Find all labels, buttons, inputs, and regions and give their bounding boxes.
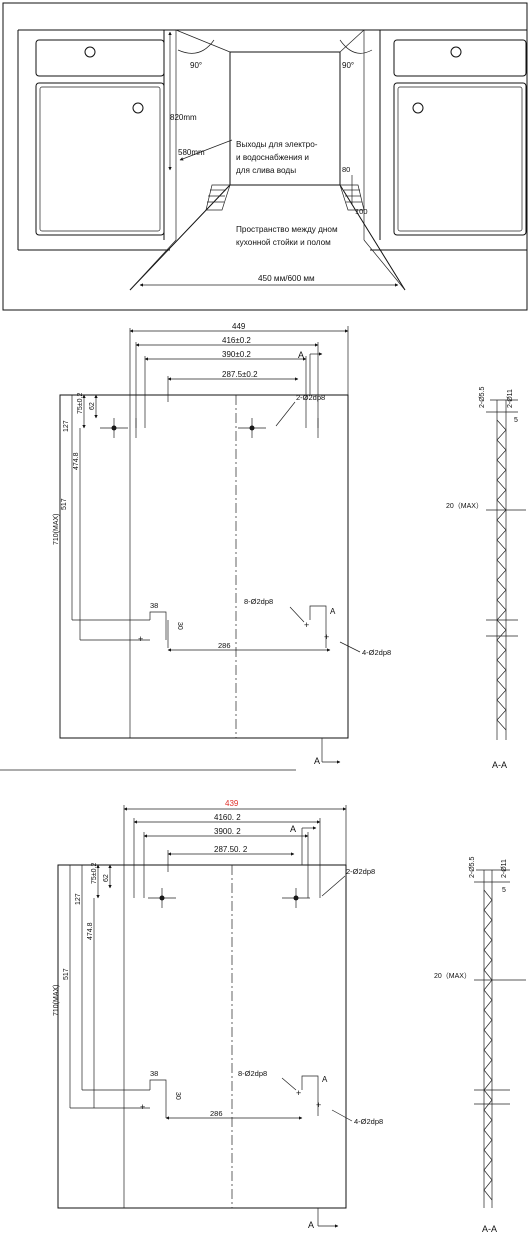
width-label: 450 мм/600 мм xyxy=(258,274,315,283)
lower-hole-left-b: + xyxy=(140,1102,145,1112)
side-20-label: 20（MAX） xyxy=(446,502,483,510)
side-section-2: 2-Ø5.5 2-Ø11 5 20（MAX） A-A xyxy=(434,856,526,1234)
door-panel-2 xyxy=(57,864,347,1209)
section-title-2: A-A xyxy=(482,1224,497,1234)
utilities-text-3: для слива воды xyxy=(236,166,296,175)
space-text-1: Пространство между дном xyxy=(236,225,338,234)
side-5-label-b: 5 xyxy=(502,887,506,894)
panel-frame xyxy=(2,2,528,311)
dim-62: 62 xyxy=(89,402,96,410)
height-label: 820mm xyxy=(170,113,197,122)
lower-hole-right-b: + xyxy=(296,1088,301,1098)
dim-38-b: 38 xyxy=(150,1069,158,1078)
dim-517-b: 517 xyxy=(63,968,70,980)
dim-127: 127 xyxy=(63,420,70,432)
section-title-1: A-A xyxy=(492,760,507,770)
holes-low-label-b: 4-Ø2dp8 xyxy=(354,1117,383,1126)
angle-left-label: 90° xyxy=(190,61,202,70)
section-marker-mid: A xyxy=(330,607,336,616)
dim-287: 287.5±0.2 xyxy=(222,370,258,379)
dim-416: 416±0.2 xyxy=(222,336,251,345)
section-marker-bottom-b: A xyxy=(308,1220,314,1230)
dim-474-b: 474.8 xyxy=(87,922,94,940)
section-marker-top: A xyxy=(298,350,304,360)
dim-390: 390±0.2 xyxy=(222,350,251,359)
dim-80: 80 xyxy=(342,165,350,174)
left-drawer-knob xyxy=(84,46,96,58)
dim-286: 286 xyxy=(218,641,231,650)
dim-286-b: 286 xyxy=(210,1109,223,1118)
holes-top-label-b: 2-Ø2dp8 xyxy=(346,867,375,876)
dim-30-b: 30 xyxy=(174,1092,181,1100)
right-door xyxy=(393,82,527,236)
left-drawer xyxy=(35,39,165,77)
side-d11-label: 2-Ø11 xyxy=(507,389,514,408)
dim-710: 710(MAX) xyxy=(53,513,60,545)
utilities-text-1: Выходы для электро- xyxy=(236,140,318,149)
dim-517: 517 xyxy=(61,498,68,510)
dim-439: 439 xyxy=(225,799,239,808)
holes-mid-label-b: 8-Ø2dp8 xyxy=(238,1069,267,1078)
lower-hole-right-2: + xyxy=(324,632,329,642)
door-drilling-drawing-2: 439 4160. 2 3900. 2 287.50. 2 A 2-Ø2dp8 … xyxy=(53,799,526,1234)
dim-30: 30 xyxy=(176,622,183,630)
right-drawer xyxy=(393,39,527,77)
side-5-label: 5 xyxy=(514,417,518,424)
utilities-text-2: и водоснабжения и xyxy=(236,153,309,162)
dim-75: 75±0.2 xyxy=(77,393,84,414)
side-d11-label-b: 2-Ø11 xyxy=(501,859,508,878)
right-door-knob xyxy=(412,102,424,114)
door-panel-1 xyxy=(59,394,349,739)
depth-label: 580mm xyxy=(178,148,205,157)
section-marker-mid-b: A xyxy=(322,1075,328,1084)
left-door-knob xyxy=(132,102,144,114)
back-wall xyxy=(229,51,341,186)
section-marker-bottom: A xyxy=(314,756,320,766)
dim-287-b: 287.50. 2 xyxy=(214,845,248,854)
right-drawer-knob xyxy=(450,46,462,58)
lower-hole-left: + xyxy=(138,634,143,644)
section-marker-top-b: A xyxy=(290,824,296,834)
dim-38: 38 xyxy=(150,601,158,610)
dim-127-b: 127 xyxy=(75,893,82,905)
side-section-1: 2-Ø5.5 2-Ø11 5 20（MAX） A-A xyxy=(446,386,526,770)
side-d55-label-b: 2-Ø5.5 xyxy=(469,856,476,878)
door-drilling-drawing-1: 449 416±0.2 390±0.2 287.5±0.2 A 2-Ø2dp8 … xyxy=(0,322,526,771)
holes-mid-label: 8-Ø2dp8 xyxy=(244,597,273,606)
left-door xyxy=(35,82,165,236)
dim-75-b: 75±0.2 xyxy=(91,863,98,884)
space-text-2: кухонной стойки и полом xyxy=(236,238,331,247)
dim-390-b: 3900. 2 xyxy=(214,827,241,836)
installation-diagram: 90° 90° 820mm 580mm Выходы для электро- … xyxy=(2,2,528,311)
lower-hole-right-2-b: + xyxy=(316,1100,321,1110)
side-20-label-b: 20（MAX） xyxy=(434,972,471,980)
dim-474: 474.8 xyxy=(73,452,80,470)
holes-low-label: 4-Ø2dp8 xyxy=(362,648,391,657)
dim-416-b: 4160. 2 xyxy=(214,813,241,822)
dim-449: 449 xyxy=(232,322,246,331)
holes-top-label: 2-Ø2dp8 xyxy=(296,393,325,402)
dim-100: 100 xyxy=(355,207,368,216)
dim-710-b: 710(MAX) xyxy=(53,984,60,1016)
dim-62-b: 62 xyxy=(103,874,110,882)
angle-right-label: 90° xyxy=(342,61,354,70)
lower-hole-right: + xyxy=(304,620,309,630)
side-d55-label: 2-Ø5.5 xyxy=(479,386,486,408)
